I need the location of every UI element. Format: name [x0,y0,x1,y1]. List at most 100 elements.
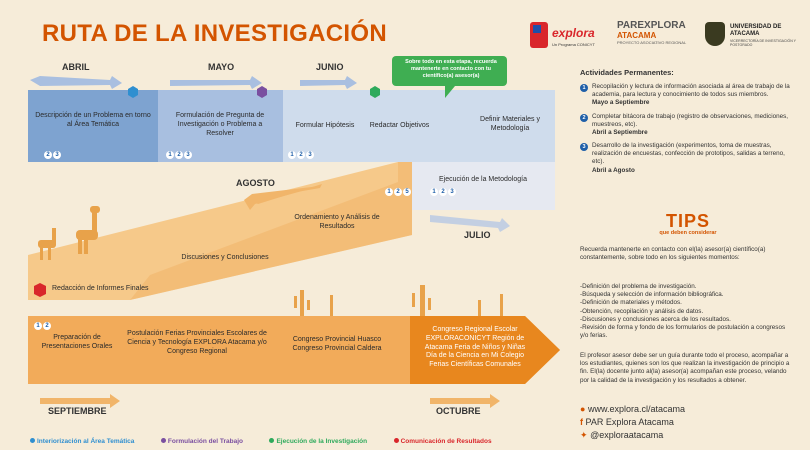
stage-problem-description: Descripción de un Problema en torno al Á… [35,112,151,128]
legend-item-formulacion: Formulación del Trabajo [160,438,243,445]
hexagon-red-icon [34,283,46,297]
month-agosto: AGOSTO [236,178,275,188]
callout-bubble [392,56,507,86]
activity-text: Recopilación y lectura de información as… [592,83,790,99]
activity-item: 3 Desarrollo de la investigación (experim… [580,142,795,175]
month-junio: JUNIO [316,62,344,72]
social-facebook[interactable]: f PAR Explora Atacama [580,417,674,427]
hexagon-blue-icon [128,86,138,98]
tips-title: TIPS [665,211,710,231]
stage-results-analysis: Ordenamiento y Análisis de Resultados [294,214,380,230]
month-septiembre: SEPTIEMBRE [48,406,107,416]
activity-text: Completar bitácora de trabajo (registro … [592,112,789,128]
stage-final-reports: Redacción de Informes Finales [52,285,149,292]
legend-item-ejecucion: Ejecución de la Investigación [269,438,367,445]
activity-number: 3 [580,143,588,152]
social-twitter[interactable]: ✦ @exploraatacama [580,430,663,441]
activity-item: 2 Completar bitácora de trabajo (registro… [580,113,795,138]
tip-item: -Discusiones y conclusiones acerca de lo… [580,315,731,323]
arrow-octubre [430,394,500,408]
permanent-activities: Actividades Permanentes: 1 Recopilación y… [580,68,795,180]
globe-icon: ● [580,404,586,414]
page-title: RUTA DE LA INVESTIGACIÓN [42,20,387,47]
tip-item: -Búsqueda y selección de información bib… [580,291,724,299]
uda-wordmark: UNIVERSIDAD DE ATACAMA [730,24,782,37]
activity-number: 2 [580,113,588,122]
tips-list: -Definición del problema de investigació… [580,283,795,340]
legend-item-comunicacion: Comunicación de Resultados [393,438,492,445]
callout-text: Sobre todo en esta etapa, recuerda mante… [405,59,497,79]
tips-intro: Recuerda mantenerte en contacto con el(l… [580,246,766,262]
execution-band [398,162,555,210]
activity-period: Abril a Septiembre [592,128,648,136]
activity-item: 1 Recopilación y lectura de información a… [580,83,795,108]
arrow-junio [300,76,357,89]
par-subtitle: PROYECTO ASOCIATIVO REGIONAL [617,40,687,45]
explora-subtitle: Un Programa CONICYT [552,42,595,47]
diagonal-band [28,162,412,300]
month-octubre: OCTUBRE [436,406,481,416]
llama-silhouette-icon [38,206,100,260]
arrow-agosto [244,186,320,210]
social-web[interactable]: ● www.explora.cl/atacama [580,404,685,414]
twitter-icon: ✦ [580,430,588,440]
stage-regional-congress: Congreso Regional Escolar EXPLORACONICYT… [424,326,526,368]
stage-research-question: Formulación de Pregunta de Investigación… [175,112,265,137]
chile-flag-icon [530,22,548,48]
month-mayo: MAYO [208,62,235,72]
month-abril: ABRIL [62,62,90,72]
hexagon-purple-icon [257,86,267,98]
stage-block-2 [158,90,283,162]
arrow-abril [30,76,122,89]
activity-text: Desarrollo de la investigación (experime… [592,142,785,166]
tips-header: TIPS que deben considerar [648,212,728,236]
uda-subtitle: VICERRECTORÍA DE INVESTIGACIÓN Y POSTGRA… [730,39,796,47]
month-julio: JULIO [464,230,491,240]
facebook-link[interactable]: PAR Explora Atacama [585,417,674,427]
hexagon-green-icon [370,86,380,98]
stage-methodology-execution: Ejecución de la Metodología [439,176,527,183]
blue-dot-icon [30,438,35,443]
activity-period: Mayo a Septiembre [592,99,650,107]
stage-hypothesis: Formular Hipótesis [295,122,355,129]
tips-subtitle: que deben considerar [659,230,717,236]
tips-closing: El profesor asesor debe ser un guía dura… [580,352,790,384]
legend-item-interiorizacion: Interiorización al Área Temática [30,438,134,445]
green-dot-icon [269,438,275,443]
tip-item: -Obtención, recopilación y análisis de d… [580,307,704,315]
stage-discussion-conclusions: Discusiones y Conclusiones [181,254,269,261]
purple-dot-icon [160,438,166,443]
activity-number: 1 [580,84,588,92]
arrow-septiembre [40,394,120,408]
stage-materials-methodology: Definir Materiales y Metodología [480,116,540,132]
web-link[interactable]: www.explora.cl/atacama [587,404,685,414]
activity-period: Abril a Agosto [592,166,635,174]
uda-logo: UNIVERSIDAD DE ATACAMA VICERRECTORÍA DE … [705,20,800,54]
arrow-mayo [170,76,262,89]
stage-oral-presentations: Preparación de Presentaciones Orales [41,334,113,350]
tip-item: -Definición del problema de investigació… [580,283,697,290]
final-stage-block [410,316,560,384]
permanent-activities-heading: Actividades Permanentes: [580,68,674,77]
tip-item: -Revisión de forma y fondo de los formul… [580,323,786,340]
parexplora-wordmark: PAREXPLORA [617,20,686,31]
uda-shield-icon [705,22,725,46]
explora-wordmark: explora [552,26,595,40]
legend: Interiorización al Área Temática Formula… [30,430,570,448]
red-dot-icon [393,438,399,443]
stage-provincial-fairs: Postulación Ferias Provinciales Escolare… [127,330,267,355]
arrow-julio [430,215,510,232]
twitter-link[interactable]: @exploraatacama [590,430,664,440]
tip-item: -Definición de materiales y métodos. [580,299,682,307]
explora-logo: explora Un Programa CONICYT [530,20,595,54]
parexplora-logo: PAREXPLORA ATACAMA PROYECTO ASOCIATIVO R… [617,20,692,54]
cactus-silhouette-icon [294,285,503,316]
atacama-wordmark: ATACAMA [617,31,657,40]
facebook-icon: f [580,417,583,427]
